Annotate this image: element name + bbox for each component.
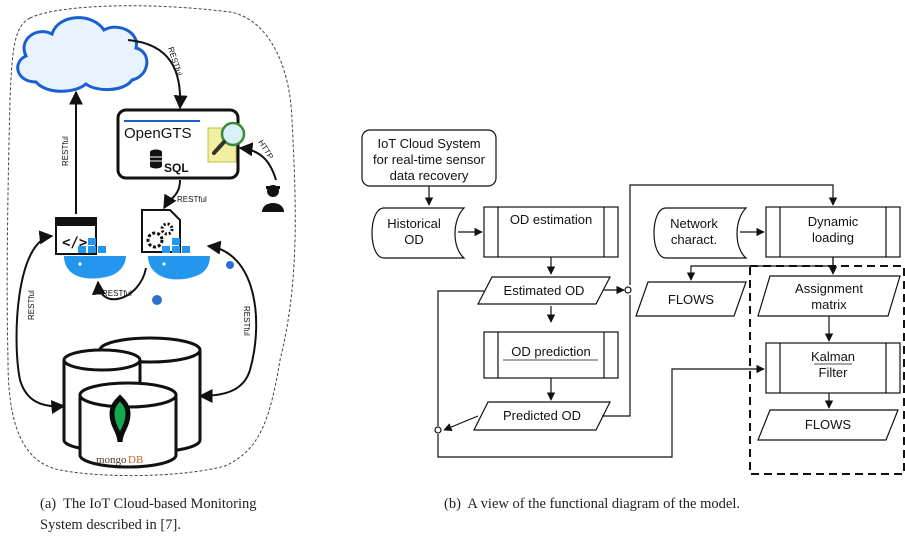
node-flows-1: FLOWS	[635, 281, 747, 317]
cloud-icon	[16, 16, 149, 93]
junction-right	[624, 286, 632, 294]
svg-text:matrix: matrix	[811, 297, 847, 312]
svg-text:Dynamic: Dynamic	[808, 214, 859, 229]
node-estimated-od: Estimated OD	[477, 276, 611, 305]
system-boundary	[6, 5, 296, 477]
node-iot-cloud-system: IoT Cloud System for real-time sensor da…	[361, 129, 497, 187]
edge-left-junction-loop	[437, 364, 765, 458]
user-icon	[262, 185, 284, 212]
edge-http	[238, 142, 277, 181]
caption-b: (b) A view of the functional diagram of …	[444, 494, 884, 515]
label-restful: RESTful	[61, 136, 70, 166]
database-sql-icon	[150, 149, 162, 169]
svg-text:loading: loading	[812, 230, 854, 245]
svg-text:Predicted OD: Predicted OD	[503, 408, 581, 423]
label-restful: RESTful	[242, 306, 251, 336]
magnifier-icon	[207, 121, 246, 163]
caption-b-label: (b)	[444, 496, 461, 512]
connectors	[424, 184, 838, 458]
node-od-prediction: OD prediction	[483, 331, 619, 379]
panel-b: IoT Cloud System for real-time sensor da…	[361, 129, 905, 475]
svg-text:OD estimation: OD estimation	[510, 212, 592, 227]
globe-icon	[152, 261, 234, 305]
caption-a-label: (a)	[40, 496, 57, 512]
node-flows-2: FLOWS	[757, 409, 899, 441]
svg-text:OD prediction: OD prediction	[511, 344, 590, 359]
caption-b-text: A view of the functional diagram of the …	[467, 496, 740, 512]
node-od-estimation: OD estimation	[483, 206, 619, 258]
node-historical-od: Historical OD	[371, 207, 466, 259]
node-assignment-matrix: Assignment matrix	[757, 275, 901, 317]
mongodb-leaf-icon	[109, 394, 131, 443]
svg-text:Network: Network	[670, 216, 718, 231]
edge-junction-to-dynamic	[629, 184, 838, 285]
db-label: DB	[128, 454, 143, 466]
svg-text:Estimated OD: Estimated OD	[504, 283, 585, 298]
database-cluster-icon	[62, 336, 202, 469]
sql-label: SQL	[164, 161, 189, 175]
file-gears-icon	[141, 209, 181, 253]
node-dynamic-loading: Dynamic loading	[765, 206, 901, 258]
svg-text:Filter: Filter	[819, 365, 849, 380]
web-code-icon: </>	[55, 217, 97, 255]
node-predicted-od: Predicted OD	[473, 401, 611, 431]
label-restful: RESTful	[27, 290, 36, 320]
panel-a: OpenGTS SQL </>	[6, 5, 296, 477]
label-restful: RESTful	[166, 46, 184, 77]
edge-web-to-db	[15, 230, 66, 415]
svg-text:IoT Cloud System: IoT Cloud System	[377, 136, 480, 151]
opengts-label: OpenGTS	[124, 125, 192, 142]
label-restful: RESTful	[177, 195, 207, 204]
edge-file-to-db	[198, 240, 258, 403]
edge-cloud-to-opengts	[127, 39, 188, 110]
svg-text:Kalman: Kalman	[811, 349, 855, 364]
svg-text:charact.: charact.	[671, 232, 717, 247]
caption-a: (a) The IoT Cloud-based Monitoring Syste…	[40, 494, 360, 536]
svg-text:Historical: Historical	[387, 216, 441, 231]
label-http: HTTP	[256, 138, 275, 160]
svg-text:Assignment: Assignment	[795, 281, 863, 296]
junction-left	[434, 426, 442, 434]
node-network-charact: Network charact.	[653, 207, 748, 259]
caption-a-text2: System described in [7].	[40, 517, 181, 533]
label-restful: RESTful	[102, 289, 132, 298]
svg-text:for real-time sensor: for real-time sensor	[373, 152, 486, 167]
svg-text:data recovery: data recovery	[390, 168, 469, 183]
edge-estimated-loop	[437, 290, 484, 426]
docker-whale-icon	[64, 238, 126, 279]
edge-predicted-to-junction	[602, 295, 631, 417]
caption-a-text: The IoT Cloud-based Monitoring	[63, 496, 257, 512]
svg-text:OD: OD	[404, 232, 424, 247]
edge-file-to-web	[91, 267, 147, 301]
svg-text:FLOWS: FLOWS	[668, 292, 715, 307]
mongo-label: mongo	[96, 454, 127, 466]
edge-predicted-to-left-junction	[443, 415, 479, 432]
svg-text:FLOWS: FLOWS	[805, 417, 852, 432]
node-kalman-filter: Kalman Filter	[765, 342, 901, 394]
docker-whale-icon	[148, 238, 210, 280]
edge-opengts-to-file	[163, 179, 181, 210]
